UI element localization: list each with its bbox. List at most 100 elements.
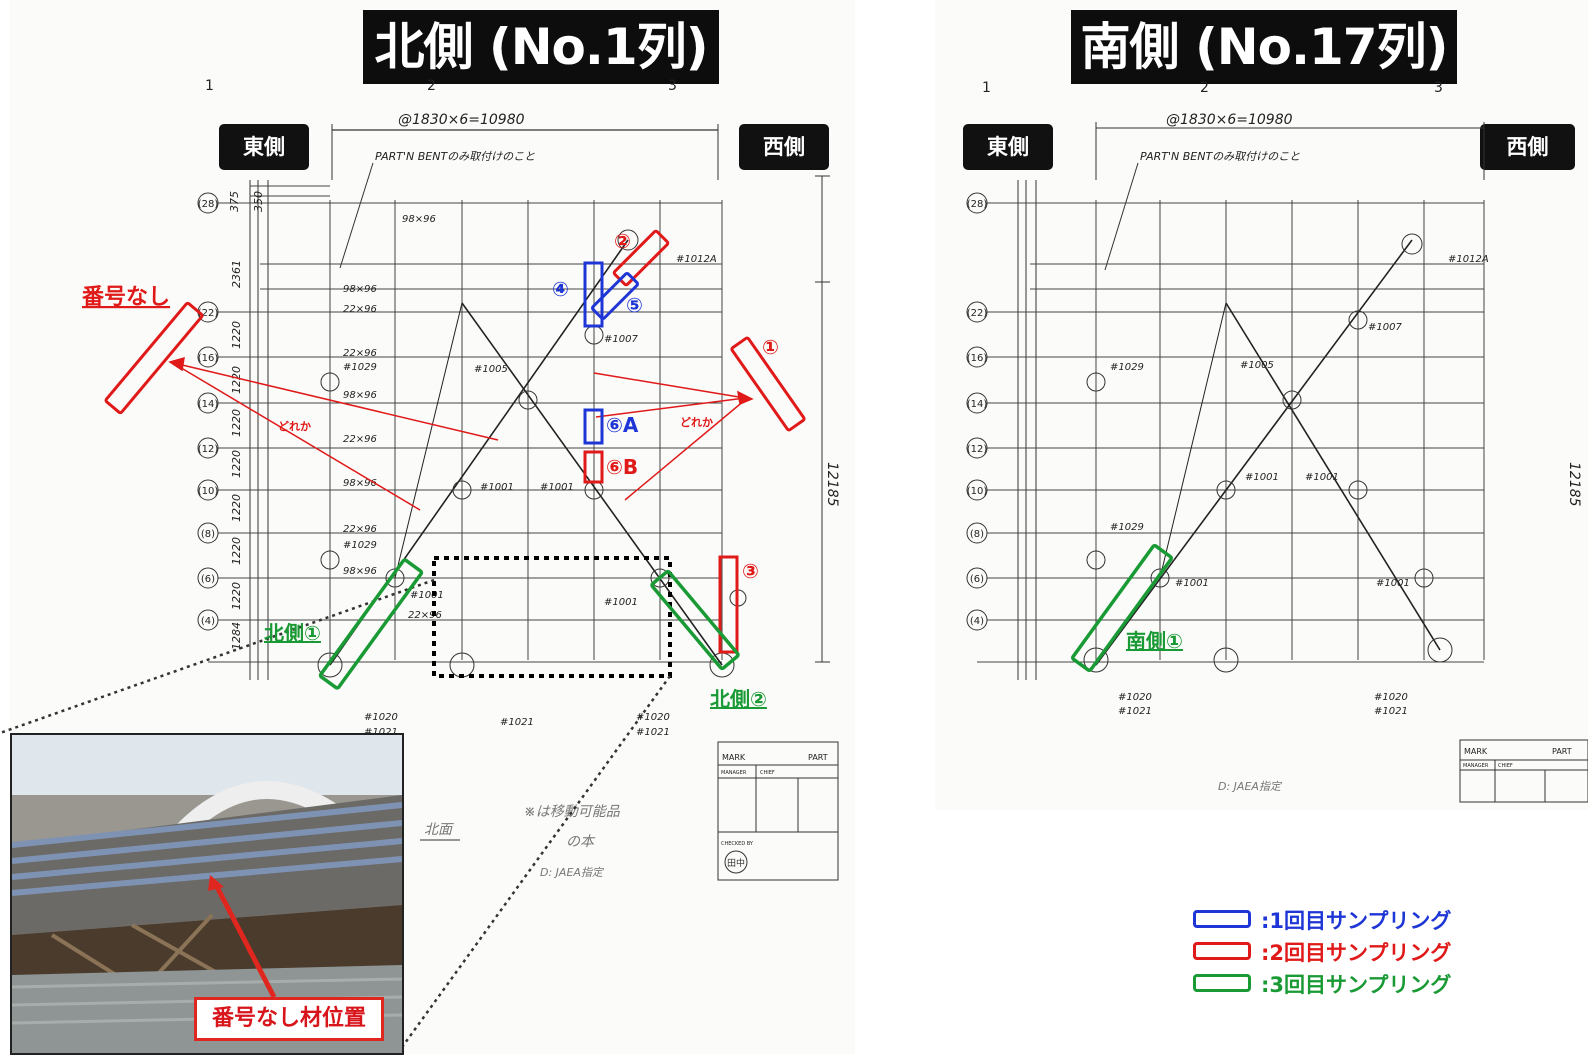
member-label: 98×96	[402, 214, 436, 225]
sample-4-label: ④	[552, 277, 569, 301]
row-label: (12)	[198, 444, 219, 455]
col-label: 3	[668, 78, 677, 94]
sample-6a[interactable]	[583, 408, 604, 445]
photo-label: 番号なし材位置	[194, 997, 384, 1041]
part-mark: #1005	[1240, 360, 1274, 371]
legend-swatch-red	[1193, 942, 1251, 960]
part-mark: #1021	[500, 717, 534, 728]
row-label: (14)	[198, 399, 219, 410]
tb-part: PART	[1552, 747, 1572, 756]
south-height-dim: 12185	[1566, 462, 1582, 507]
row-label: (6)	[970, 574, 984, 585]
member-label: 98×96	[343, 478, 377, 489]
sample-2-label: ②	[614, 229, 631, 253]
which-label: どれか	[278, 420, 311, 433]
row-dim: 350	[252, 191, 265, 212]
row-label: (12)	[967, 444, 988, 455]
row-label: (10)	[967, 486, 988, 497]
sample-6b[interactable]	[583, 450, 604, 484]
col-label: 1	[205, 78, 214, 94]
sample-3[interactable]	[718, 555, 739, 654]
row-dim: 2361	[230, 260, 243, 288]
row-dim: 1284	[230, 622, 243, 650]
part-mark: #1021	[636, 727, 670, 738]
member-label: 22×96	[343, 348, 377, 359]
member-label: 98×96	[343, 284, 377, 295]
hand-note: ※は移動可能品	[524, 804, 621, 820]
tb-manager: MANAGER	[721, 770, 747, 776]
row-dim: 1220	[230, 582, 243, 610]
south-dimension: @1830×6=10980	[1166, 112, 1293, 128]
hand-note: D: JAEA指定	[540, 866, 605, 879]
south-title: 南側 (No.17列)	[1071, 10, 1457, 84]
part-mark: #1029	[1110, 362, 1144, 373]
sample-north1[interactable]	[318, 558, 424, 690]
row-label: (16)	[967, 353, 988, 364]
part-mark: #1021	[1118, 706, 1152, 717]
col-label: 2	[427, 78, 436, 94]
sample-4[interactable]	[583, 261, 604, 328]
legend-text: :2回目サンプリング	[1261, 941, 1452, 965]
part-mark: #1001	[1175, 578, 1209, 589]
part-mark: #1001	[410, 590, 444, 601]
north2-label: 北側②	[710, 687, 767, 711]
row-label: (4)	[970, 616, 984, 627]
south-east-label: 東側	[963, 124, 1053, 170]
part-mark: #1020	[1374, 692, 1408, 703]
part-mark: #1021	[364, 727, 398, 738]
row-label: (4)	[201, 616, 215, 627]
col-label: 3	[1434, 80, 1443, 96]
part-mark: #1029	[343, 540, 377, 551]
part-mark: #1029	[343, 362, 377, 373]
sample-no-number[interactable]	[104, 301, 204, 415]
sample-5[interactable]	[590, 271, 640, 321]
part-mark: #1001	[480, 482, 514, 493]
member-label: 22×96	[343, 304, 377, 315]
sample-6b-label: ⑥B	[606, 455, 638, 479]
south-bracing-note: PART'N BENTのみ取付けのこと	[1140, 150, 1300, 163]
tb-part: PART	[808, 753, 828, 762]
north-bracing-note: PART'N BENTのみ取付けのこと	[375, 150, 535, 163]
part-mark: #1001	[1245, 472, 1279, 483]
north1-label: 北側①	[264, 621, 321, 645]
part-mark: #1020	[636, 712, 670, 723]
sample-1[interactable]	[730, 336, 806, 432]
tb-mark: MARK	[1464, 747, 1488, 756]
member-label: 98×96	[343, 566, 377, 577]
legend-text: :1回目サンプリング	[1261, 909, 1452, 933]
sample-south1[interactable]	[1070, 543, 1174, 673]
legend-swatch-blue	[1193, 910, 1251, 928]
col-label: 2	[1200, 80, 1209, 96]
row-dim: 1220	[230, 537, 243, 565]
sample-north2[interactable]	[650, 569, 740, 671]
member-label: 98×96	[343, 390, 377, 401]
site-photo: 番号なし材位置	[10, 733, 404, 1055]
photo-arrow	[213, 883, 277, 999]
north-east-label: 東側	[219, 124, 309, 170]
sample-5-label: ⑤	[626, 293, 643, 317]
no-number-label: 番号なし	[81, 285, 170, 310]
row-label: (14)	[967, 399, 988, 410]
north-title: 北側 (No.1列)	[363, 10, 719, 84]
part-mark: #1029	[1110, 522, 1144, 533]
row-dim: 1220	[230, 450, 243, 478]
north-west-label: 西側	[739, 124, 829, 170]
legend-swatch-green	[1193, 974, 1251, 992]
col-label: 1	[982, 80, 991, 96]
tb-stamp: 田中	[727, 857, 745, 869]
part-mark: #1007	[1368, 322, 1402, 333]
tb-checked: CHECKED BY	[721, 841, 754, 847]
tb-chief: CHIEF	[760, 770, 775, 776]
north-height-dim: 12185	[824, 462, 840, 507]
row-dim: 1220	[230, 409, 243, 437]
hand-note: D: JAEA指定	[1218, 780, 1283, 793]
part-mark: #1021	[1374, 706, 1408, 717]
row-label: (8)	[201, 529, 215, 540]
row-label: (16)	[198, 353, 219, 364]
south1-label: 南側①	[1126, 629, 1183, 653]
hand-note: の本	[566, 834, 596, 850]
row-dim: 375	[228, 191, 241, 212]
row-label: (10)	[198, 486, 219, 497]
